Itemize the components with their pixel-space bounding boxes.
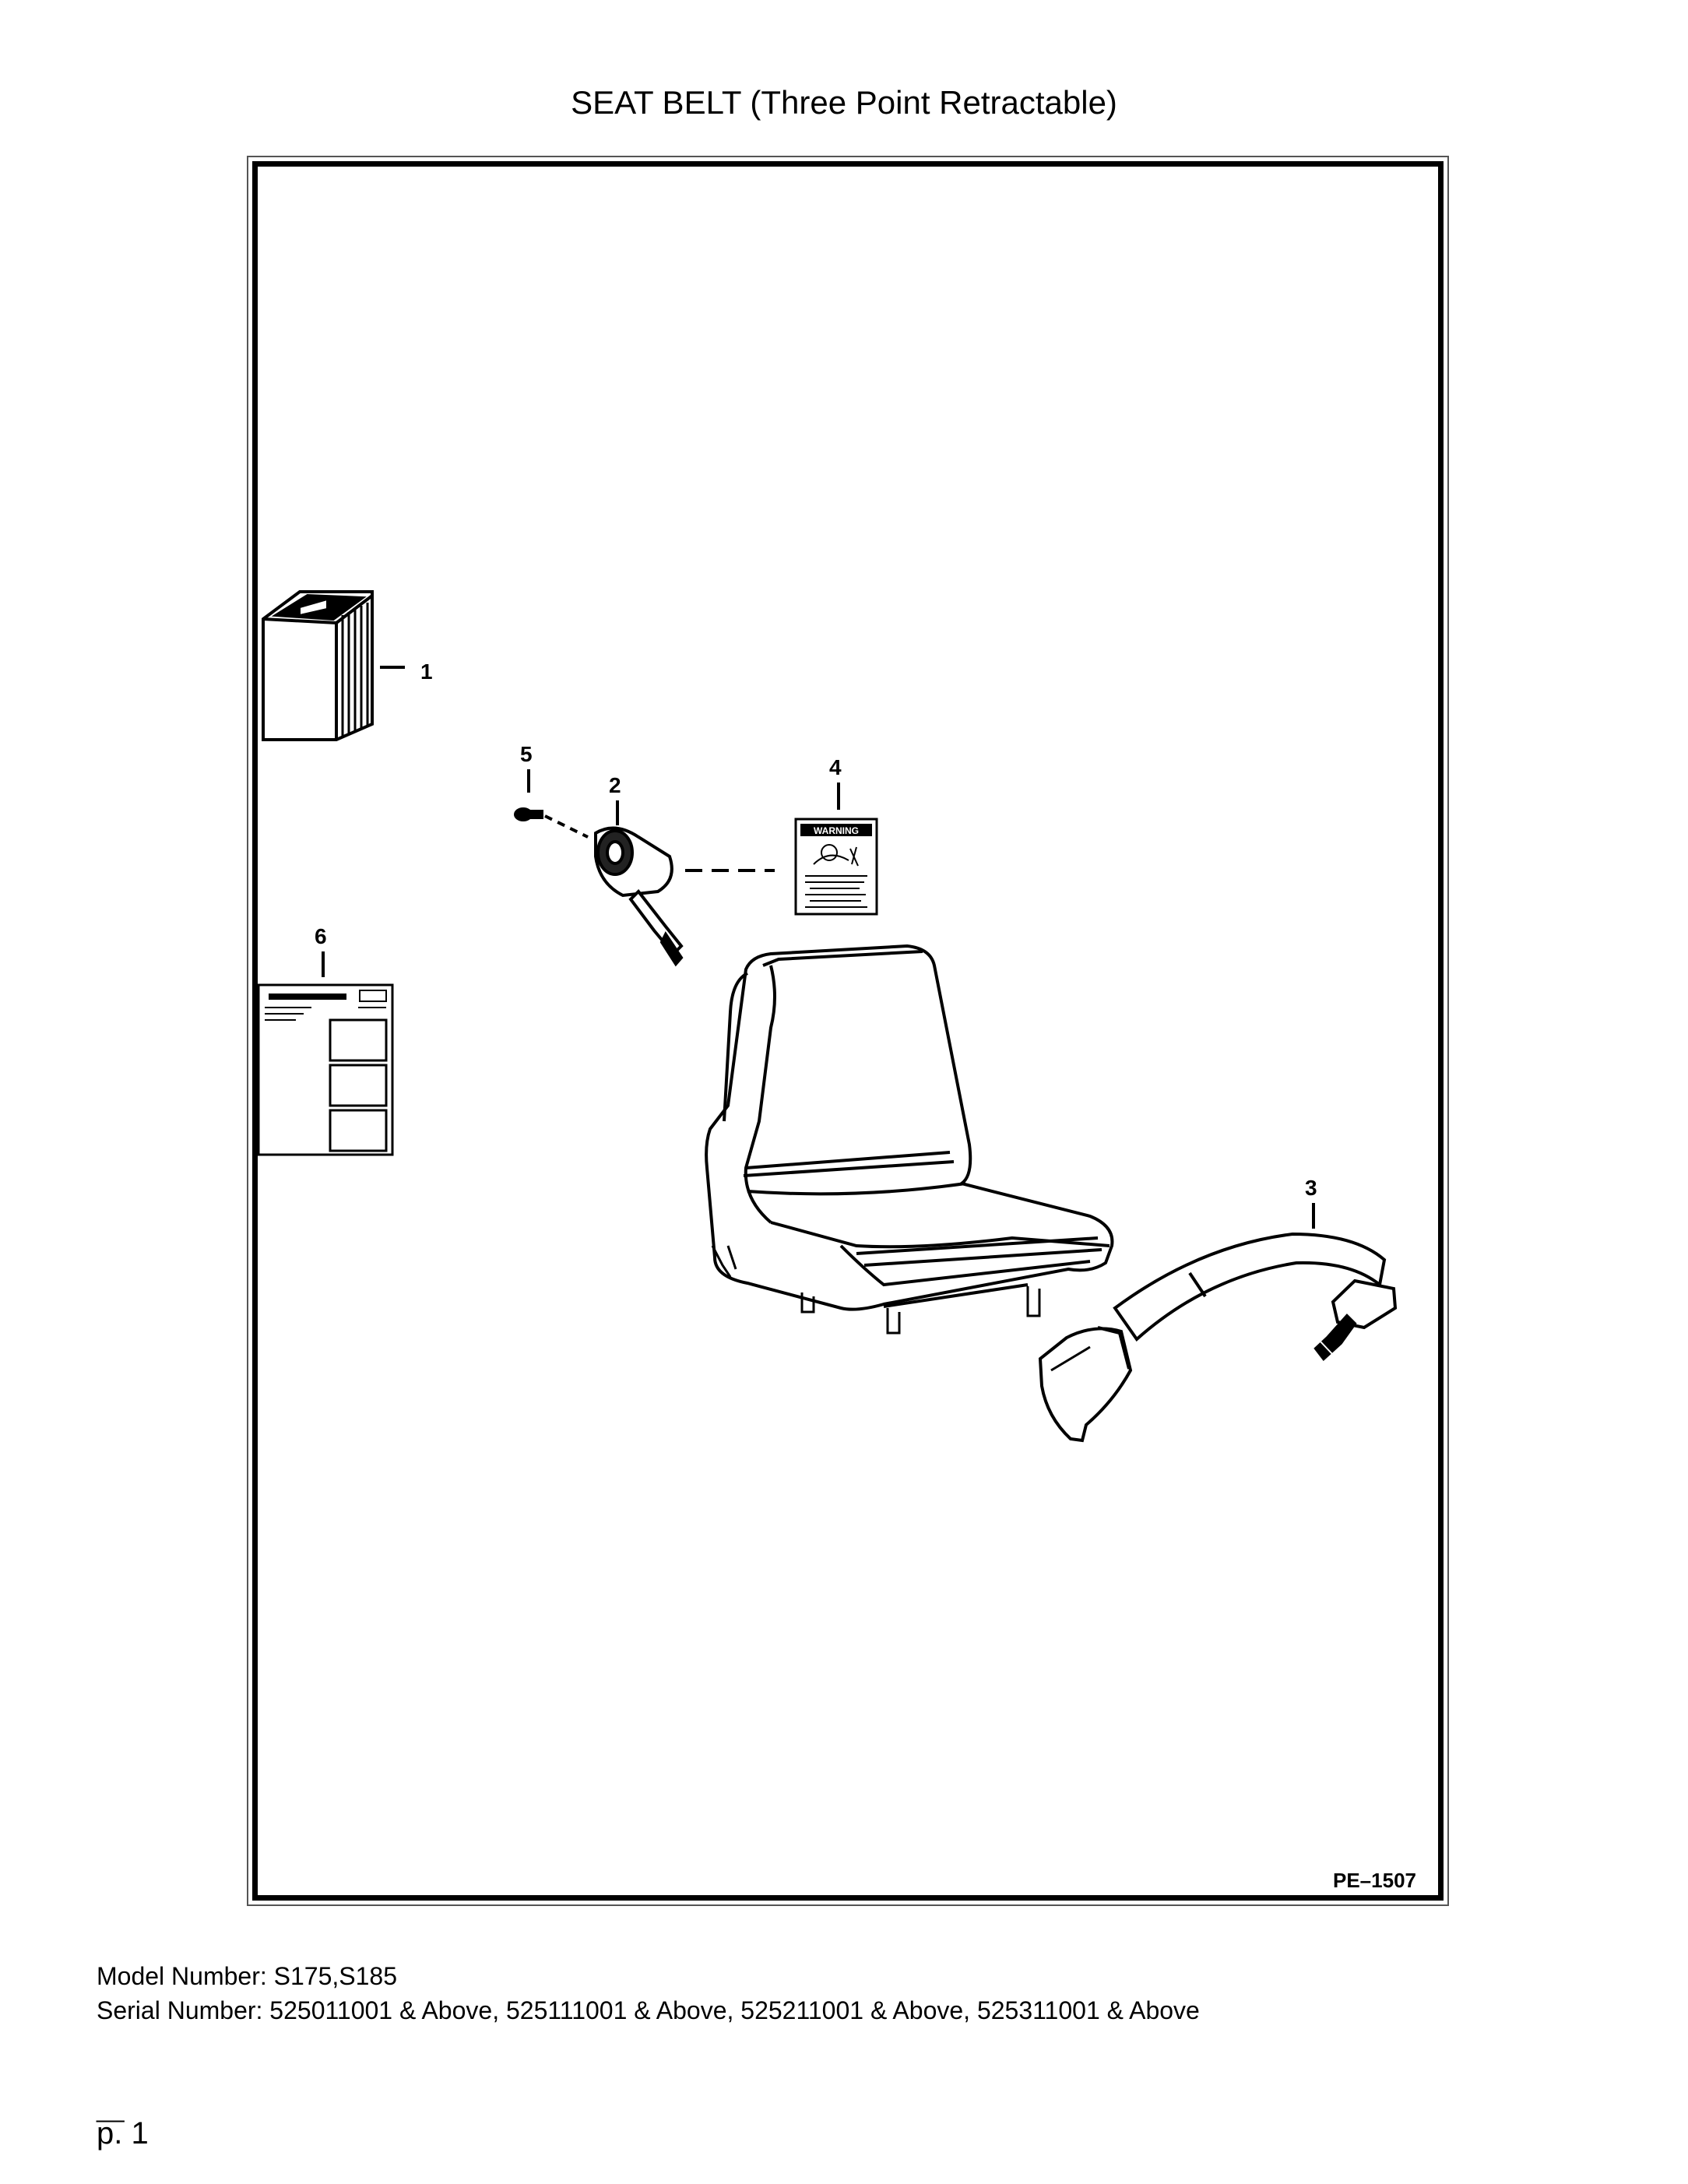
part-1-manual-box — [262, 590, 374, 741]
callout-1: 1 — [420, 659, 433, 684]
part-5-bolt — [514, 807, 543, 821]
serial-number: Serial Number: 525011001 & Above, 525111… — [97, 1996, 1200, 2024]
page-number: p. 1 — [97, 2116, 149, 2151]
seat — [705, 944, 1114, 1335]
page-title: SEAT BELT (Three Point Retractable) — [571, 84, 1117, 121]
diagram-frame — [252, 161, 1444, 1901]
callout-6: 6 — [315, 924, 327, 948]
page-number-rule: __ — [97, 2094, 125, 2122]
part-6-instruction-decal — [257, 983, 394, 1156]
figure-id: PE–1507 — [1333, 1869, 1416, 1892]
callout-4: 4 — [829, 755, 842, 779]
decal-warning-text: WARNING — [814, 825, 859, 836]
diagram-frame-outer — [247, 156, 1449, 1906]
part-2-retractor — [594, 826, 684, 967]
part-3-seat-belt — [1038, 1232, 1398, 1443]
model-number: Model Number: S175,S185 — [97, 1962, 397, 1990]
part-4-warning-decal: WARNING — [794, 818, 878, 916]
callout-5: 5 — [520, 742, 533, 766]
callout-3: 3 — [1305, 1176, 1317, 1200]
callout-2: 2 — [609, 773, 621, 797]
